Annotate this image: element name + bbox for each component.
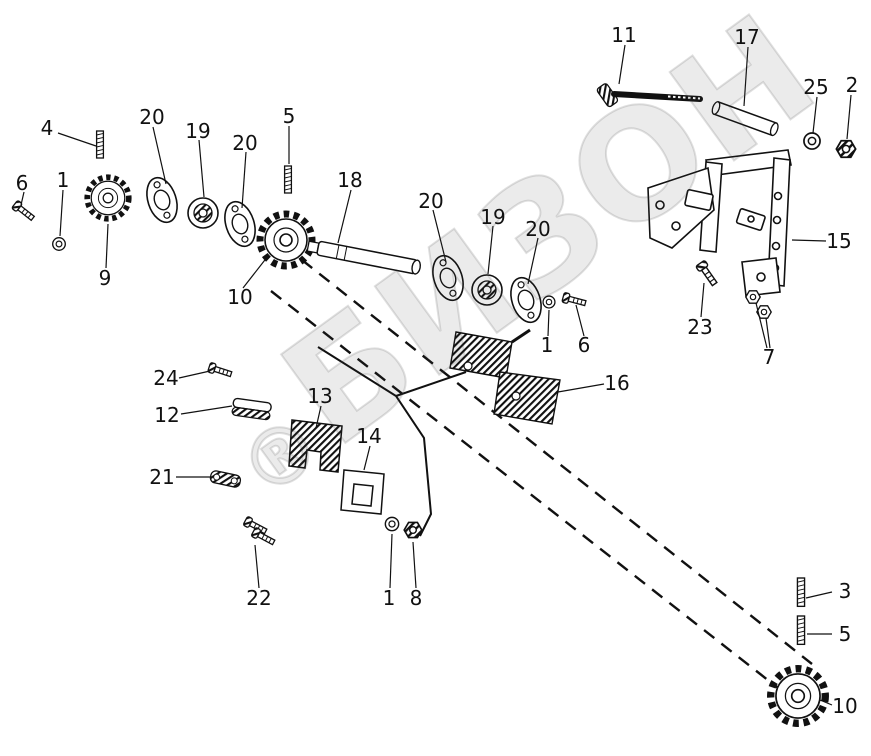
- part-label-20-b: 20: [232, 131, 258, 155]
- part-label-4: 4: [40, 116, 54, 140]
- bottom-right-cluster: [771, 577, 826, 723]
- bracket-drawing: [647, 149, 792, 297]
- part-label-20-c: 20: [418, 189, 444, 213]
- clamp-drawing: [231, 397, 272, 421]
- part-label-5-b: 5: [838, 622, 852, 646]
- pin-drawing: [711, 100, 779, 137]
- part-label-6-a: 6: [15, 171, 29, 195]
- part-label-11: 11: [611, 23, 637, 47]
- part-label-10-b: 10: [832, 694, 858, 718]
- lever-assembly-drawing: [449, 328, 561, 425]
- part-label-1-b: 1: [540, 333, 554, 357]
- part-label-5-a: 5: [282, 104, 296, 128]
- part-label-17: 17: [734, 25, 760, 49]
- part-label-13: 13: [307, 384, 333, 408]
- middle-cluster: [206, 361, 423, 548]
- part-label-18: 18: [337, 168, 363, 192]
- part-label-3: 3: [838, 579, 852, 603]
- part-label-1-a: 1: [56, 168, 70, 192]
- part-label-16: 16: [604, 371, 630, 395]
- stirrup-bracket-drawing: [340, 469, 385, 515]
- part-label-20-d: 20: [525, 217, 551, 241]
- shaft-drawing: [306, 240, 422, 275]
- part-label-14: 14: [356, 424, 382, 448]
- part-label-15: 15: [826, 229, 852, 253]
- leader-lines: [20, 44, 852, 706]
- part-label-19-b: 19: [480, 205, 506, 229]
- part-label-9: 9: [98, 266, 112, 290]
- right-cluster: [596, 83, 857, 319]
- block-bracket-drawing: [288, 419, 343, 473]
- left-cluster: [10, 130, 588, 328]
- small-clamp-drawing: [209, 470, 242, 488]
- part-label-22: 22: [246, 586, 272, 610]
- part-label-21: 21: [149, 465, 175, 489]
- part-label-6-b: 6: [577, 333, 591, 357]
- part-label-7: 7: [762, 345, 776, 369]
- part-label-12: 12: [154, 403, 180, 427]
- tensioner-wire: [317, 346, 467, 537]
- part-label-8: 8: [409, 586, 423, 610]
- part-label-20-a: 20: [139, 105, 165, 129]
- part-label-25: 25: [803, 75, 829, 99]
- part-label-2: 2: [845, 73, 859, 97]
- part-label-10-a: 10: [227, 285, 253, 309]
- crank-handle-drawing: [596, 83, 703, 108]
- part-label-1-c: 1: [382, 586, 396, 610]
- part-label-24: 24: [153, 366, 179, 390]
- part-label-23: 23: [687, 315, 713, 339]
- part-label-19-a: 19: [185, 119, 211, 143]
